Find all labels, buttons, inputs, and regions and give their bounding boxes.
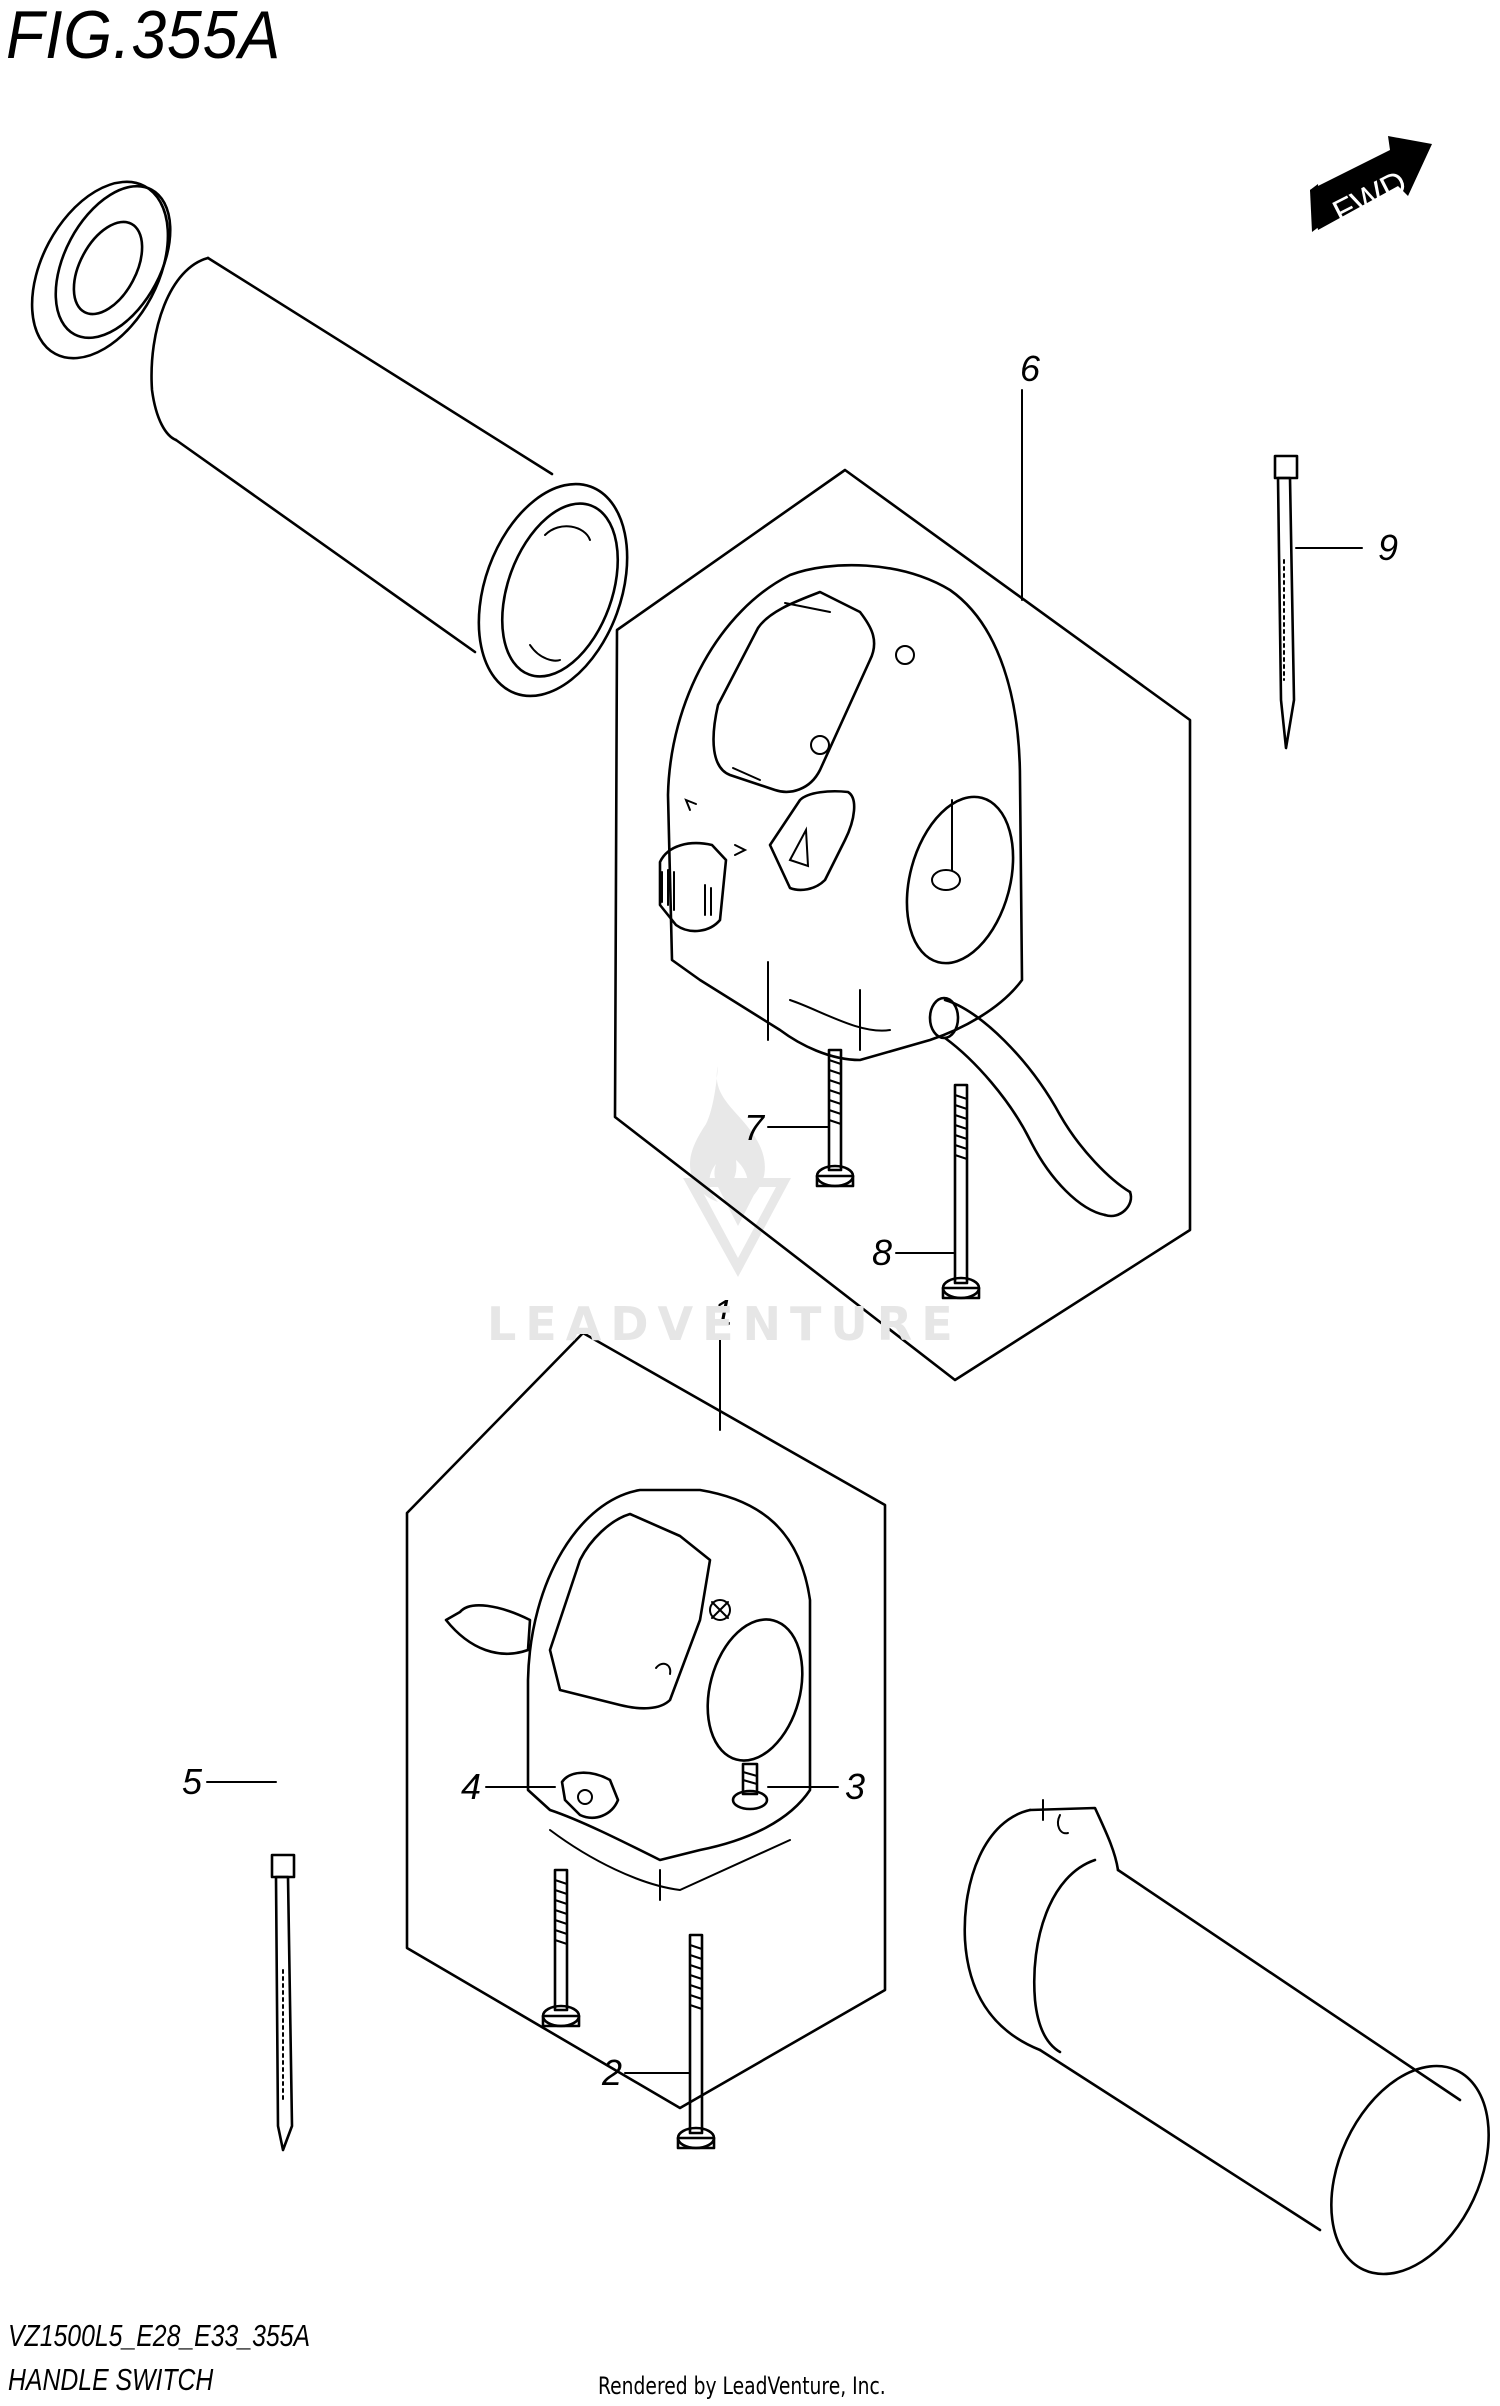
screw-3 (731, 1762, 769, 1811)
cable-tie-9 (1273, 454, 1299, 750)
model-code: VZ1500L5_E28_E33_355A (8, 2318, 310, 2353)
grip-end-cap (30, 180, 172, 360)
assembly-frame-1 (405, 1331, 887, 2110)
screw-2 (676, 1933, 716, 2150)
callout-2[interactable]: 2 (601, 2052, 622, 2093)
fwd-arrow-icon: FWD (1310, 136, 1432, 232)
throttle-grip-right (963, 1799, 1490, 2276)
screw-4 (541, 1868, 581, 2028)
callout-3[interactable]: 3 (845, 1766, 865, 1807)
callout-4[interactable]: 4 (461, 1766, 481, 1807)
callout-9[interactable]: 9 (1378, 527, 1398, 568)
screw-7 (815, 1048, 855, 1188)
section-name: HANDLE SWITCH (8, 2362, 214, 2397)
render-credit: Rendered by LeadVenture, Inc. (598, 2372, 886, 2400)
callout-6[interactable]: 6 (1020, 348, 1041, 389)
figure-title: FIG.355A (6, 0, 282, 73)
cable-tie-5 (270, 1853, 296, 2152)
callout-1[interactable]: 1 (713, 1292, 733, 1333)
handlebar-grip-left (150, 256, 629, 698)
watermark-text: LEADVENTURE (487, 1297, 962, 1351)
left-handle-switch (444, 1488, 812, 1901)
callout-7[interactable]: 7 (744, 1107, 766, 1148)
right-handle-switch (658, 563, 1133, 1218)
assembly-frame-6 (613, 468, 1192, 1382)
callout-8[interactable]: 8 (872, 1232, 892, 1273)
screw-8 (941, 1083, 981, 1300)
callout-5[interactable]: 5 (182, 1761, 203, 1802)
watermark-logo-icon (683, 1066, 791, 1277)
